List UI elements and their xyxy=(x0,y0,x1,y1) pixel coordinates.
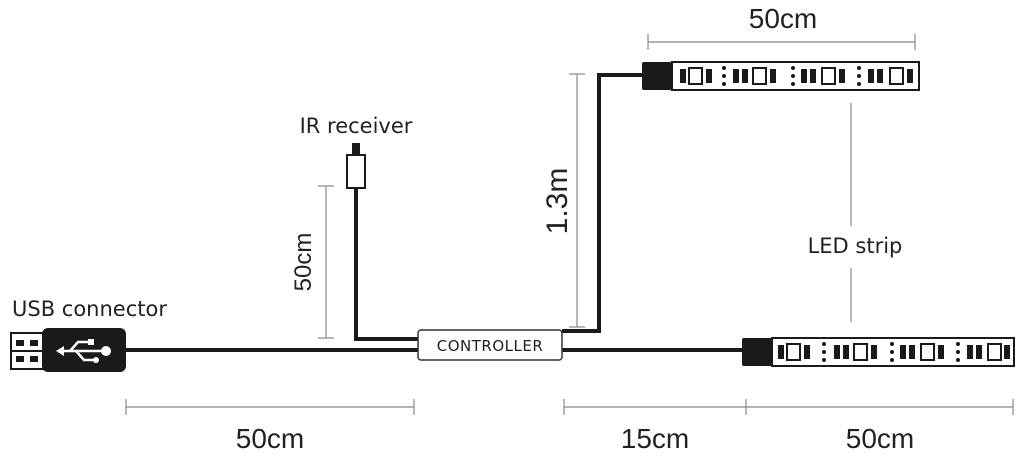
dim-upper-cable: 1.3m xyxy=(541,168,574,235)
led-strip-upper xyxy=(642,61,920,91)
led-strip-label: LED strip xyxy=(808,234,903,258)
usb-icon xyxy=(56,339,111,363)
strip-pattern xyxy=(680,66,913,86)
led-strip-lower xyxy=(742,337,1015,367)
dimension-lines xyxy=(125,34,1014,415)
dim-lower-strip-length: 50cm xyxy=(846,423,914,454)
cables xyxy=(126,73,742,352)
dim-ir-cable: 50cm xyxy=(290,233,317,292)
controller-label: CONTROLLER xyxy=(437,337,544,355)
dim-controller-to-strip: 15cm xyxy=(621,423,689,454)
ir-receiver-label: IR receiver xyxy=(300,114,413,138)
controller xyxy=(417,329,563,361)
strip-pattern xyxy=(778,342,1010,362)
ir-receiver xyxy=(346,143,366,189)
dim-upper-strip-length: 50cm xyxy=(749,3,817,34)
usb-connector-label: USB connector xyxy=(12,297,167,321)
dim-usb-to-controller: 50cm xyxy=(236,423,304,454)
usb-connector xyxy=(10,328,126,372)
